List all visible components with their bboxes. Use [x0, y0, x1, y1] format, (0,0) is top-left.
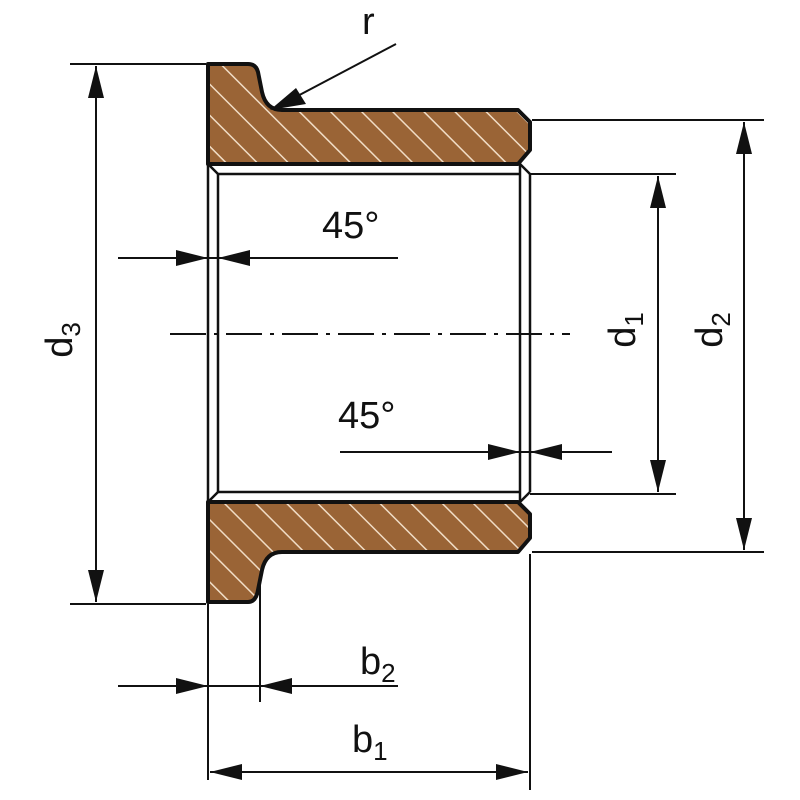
svg-text:d3: d3 [39, 322, 86, 358]
svg-text:d1: d1 [602, 312, 649, 348]
label-d3: d3 [39, 322, 86, 358]
dimension-d2 [532, 119, 764, 553]
radius-leader [270, 43, 397, 110]
label-radius: r [362, 1, 375, 43]
label-b1: b1 [352, 719, 388, 766]
dimension-b2 [118, 580, 398, 780]
chamfer-dimension-bottom [340, 444, 612, 460]
label-d2: d2 [689, 312, 736, 348]
dimension-d1 [530, 173, 676, 495]
label-angle-bottom: 45° [338, 395, 395, 437]
upper-wall-section [206, 62, 532, 166]
chamfer-dimension-top [118, 250, 398, 266]
label-d1: d1 [602, 312, 649, 348]
dimension-d3 [70, 63, 206, 605]
lower-wall-section [206, 500, 532, 604]
label-angle-top: 45° [322, 205, 379, 247]
label-b2: b2 [360, 641, 396, 688]
svg-text:d2: d2 [689, 312, 736, 348]
dimension-b1 [210, 554, 531, 790]
